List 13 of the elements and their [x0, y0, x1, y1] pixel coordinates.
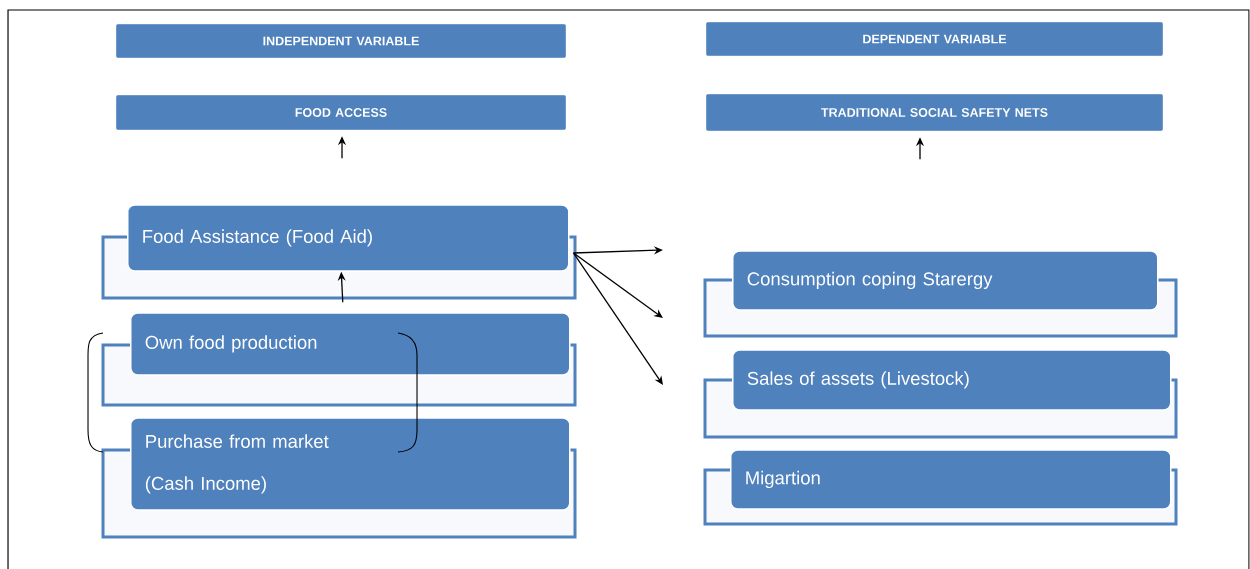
- header-box: FOOD ACCESS: [115, 94, 567, 131]
- header-box: TRADITIONAL SOCIAL SAFETY NETS: [705, 93, 1164, 132]
- header-box: INDEPENDENT VARIABLE: [115, 23, 567, 59]
- process-box: Food Assistance (Food Aid): [101, 204, 577, 300]
- process-box: Purchase from market (Cash Income): [101, 417, 577, 539]
- process-box: Migartion: [703, 449, 1178, 526]
- process-box: Consumption coping Starergy: [703, 250, 1178, 338]
- header-box: DEPENDENT VARIABLE: [705, 21, 1164, 57]
- arrow: [572, 252, 663, 318]
- node-label: Purchase from market: [146, 434, 329, 448]
- process-box: Sales of assets (Livestock): [703, 349, 1178, 439]
- process-box: Own food production: [101, 312, 577, 407]
- arrow: [572, 252, 663, 385]
